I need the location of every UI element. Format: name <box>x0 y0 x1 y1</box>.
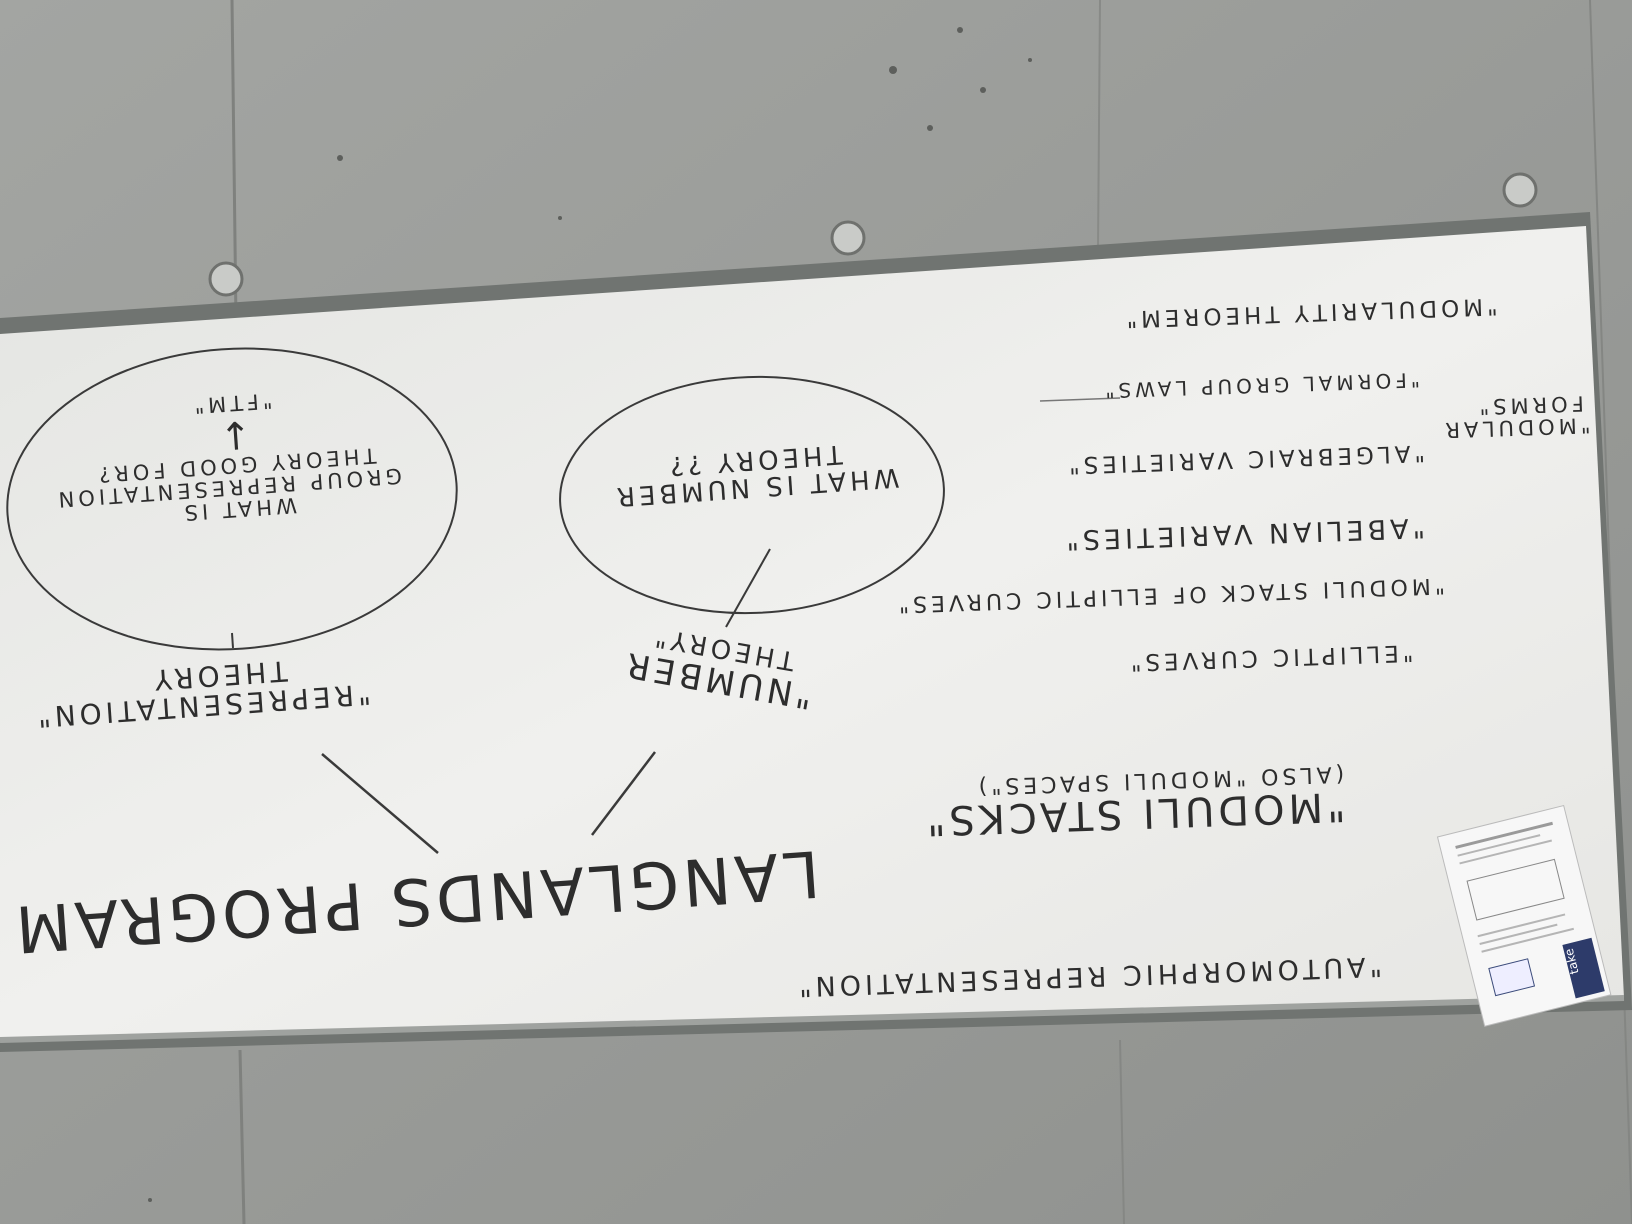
nt-bubble-outline <box>559 375 945 615</box>
flyer <box>1436 804 1612 1027</box>
moduli-stacks-label: "MODULI STACKS" (ALSO "MODULI SPACES") <box>922 761 1346 844</box>
whiteboard-surface <box>0 226 1624 1040</box>
wall-seam <box>238 1049 246 1224</box>
wall-bolt <box>830 220 866 256</box>
stroke-langlands-to-rep <box>321 753 439 854</box>
stroke-under-formal <box>1039 397 1121 402</box>
wall-seam <box>1097 0 1101 251</box>
board-bottom-ledge <box>0 995 1625 1043</box>
wall-bolt <box>1502 172 1538 208</box>
rep-bubble-text: WHAT IS GROUP REPRESENTATION THEORY GOOD… <box>54 381 404 532</box>
stroke-rep-to-bubble <box>231 632 234 649</box>
wall-bolt <box>208 261 244 297</box>
rep-bubble-outline <box>6 347 458 651</box>
stroke-number-to-bubble <box>725 548 771 628</box>
concrete-pits <box>148 27 1032 1202</box>
stroke-langlands-to-number <box>591 751 656 836</box>
modular-forms-line2: FORMS" <box>1475 391 1585 419</box>
modular-forms-label: "MODULAR FORMS" <box>1441 391 1591 442</box>
wall-seam <box>1119 1039 1125 1224</box>
